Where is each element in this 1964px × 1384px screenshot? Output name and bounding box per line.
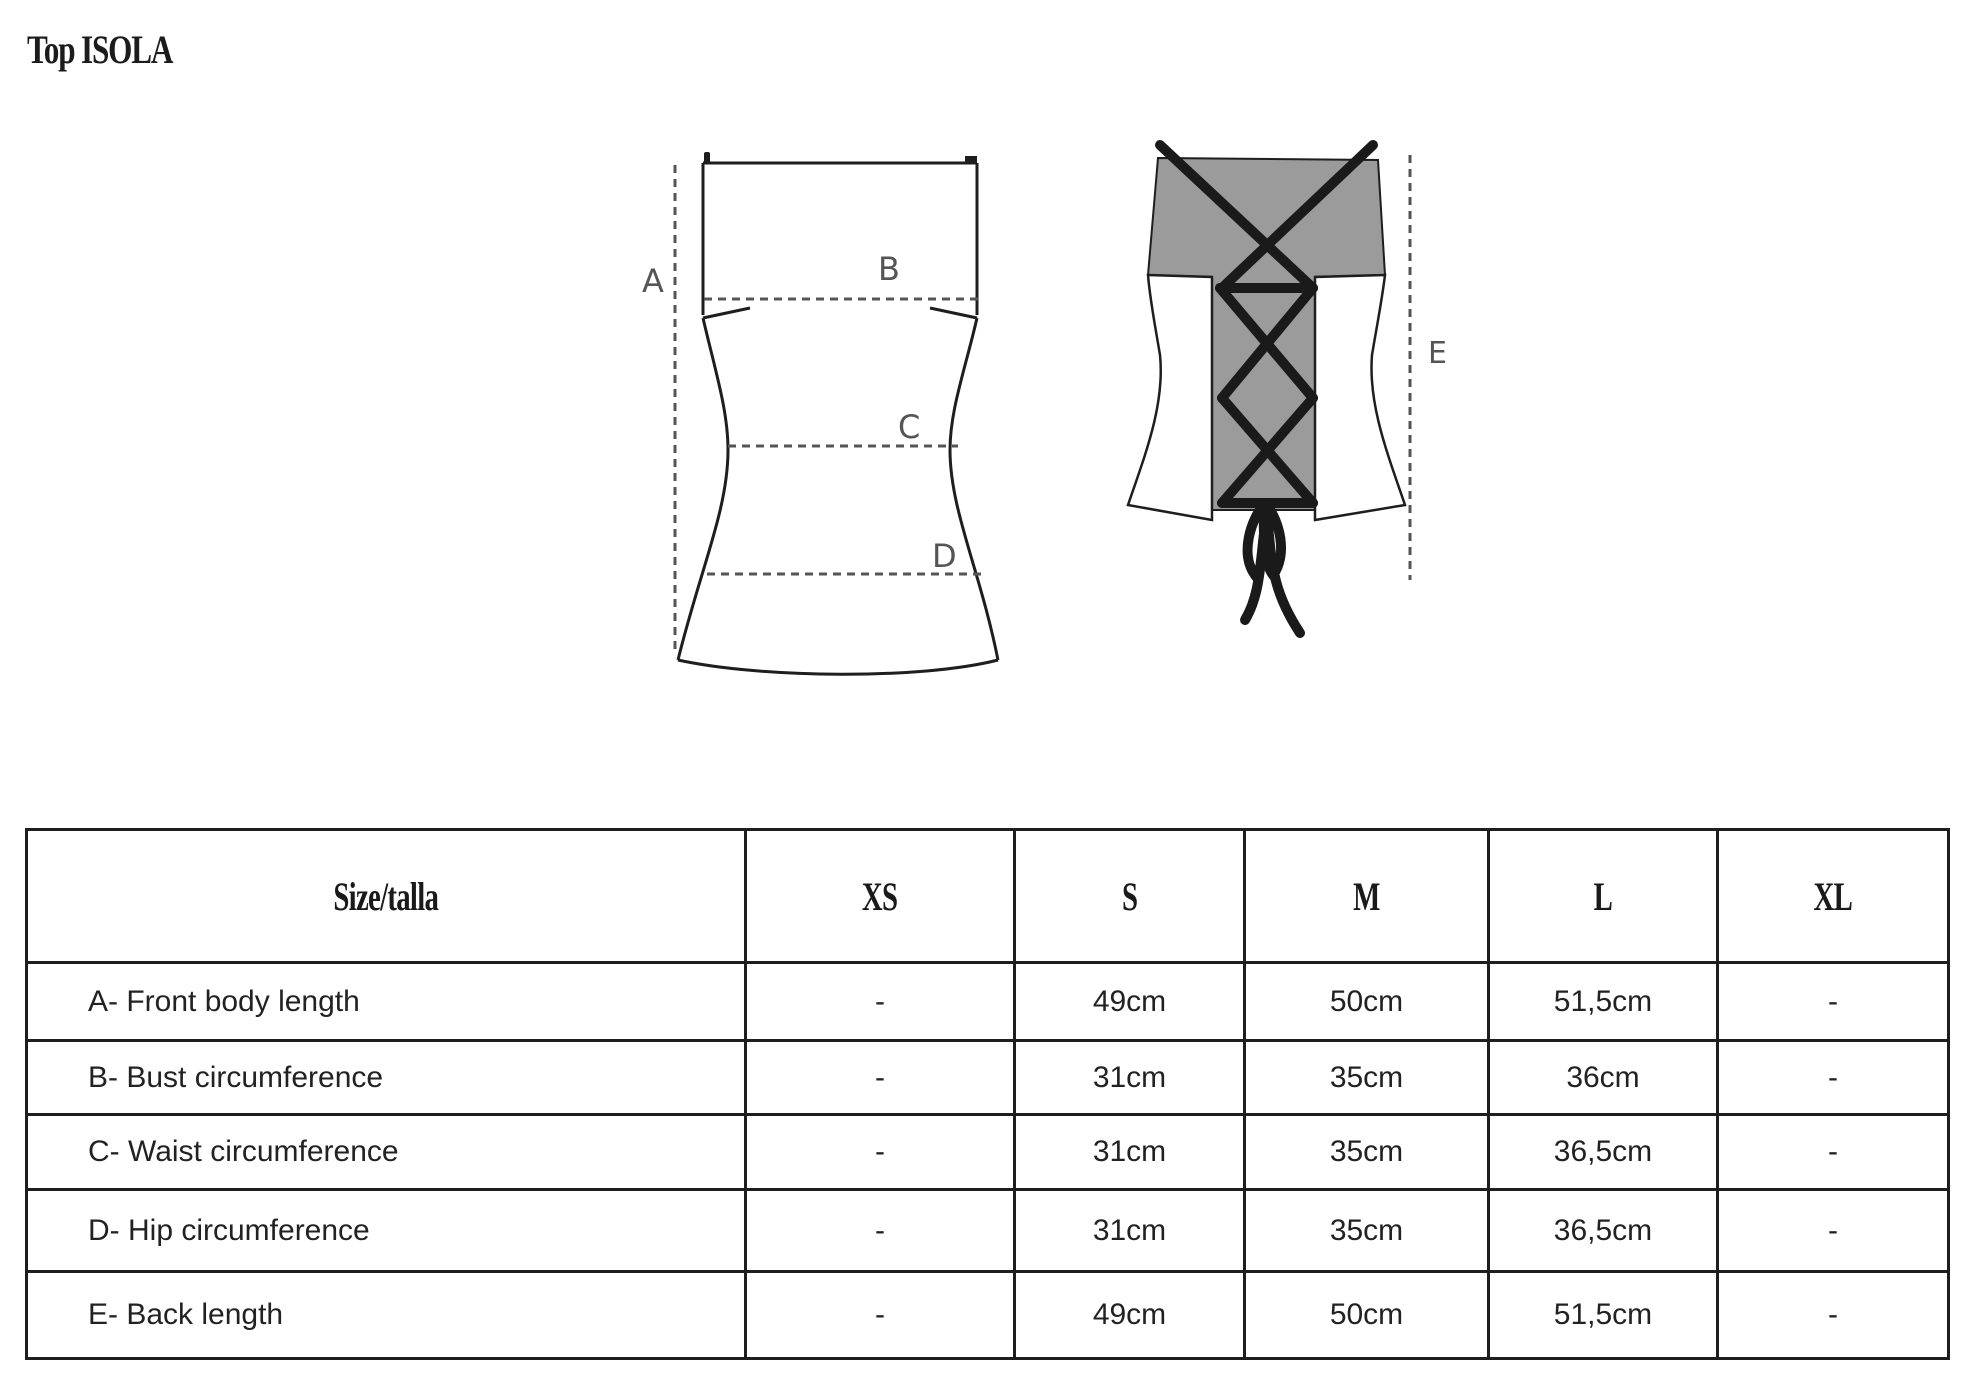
cell-s: 31cm (1013, 1039, 1246, 1116)
table-row: D- Hip circumference - 31cm 35cm 36,5cm … (25, 1188, 1950, 1273)
label-c: C (898, 408, 920, 446)
cell-xl: - (1716, 961, 1950, 1042)
cell-xs: - (744, 961, 1016, 1042)
cell-s: 31cm (1013, 1188, 1246, 1273)
cell-m: 35cm (1243, 1188, 1490, 1273)
cell-xs: - (744, 1188, 1016, 1273)
row-label: A- Front body length (25, 961, 747, 1042)
front-view-diagram: A B C D (642, 152, 1000, 676)
table-row: E- Back length - 49cm 50cm 51,5cm - (25, 1270, 1950, 1360)
cell-s: 31cm (1013, 1113, 1246, 1191)
lacing (1155, 140, 1378, 638)
cell-s: 49cm (1013, 1270, 1246, 1360)
cell-l: 36cm (1487, 1039, 1719, 1116)
header-size-s: S (1013, 828, 1246, 964)
header-size-xs: XS (744, 828, 1016, 964)
cell-l: 51,5cm (1487, 1270, 1719, 1360)
cell-xl: - (1716, 1113, 1950, 1191)
label-e: E (1428, 336, 1447, 371)
header-size-xl: XL (1716, 828, 1950, 964)
label-a: A (642, 262, 664, 300)
strap-tip-left (704, 152, 710, 164)
row-label: D- Hip circumference (25, 1188, 747, 1273)
header-size-l: L (1487, 828, 1719, 964)
cell-m: 50cm (1243, 1270, 1490, 1360)
strap-tip-right (965, 156, 977, 163)
row-label: B- Bust circumference (25, 1039, 747, 1116)
cell-m: 50cm (1243, 961, 1490, 1042)
header-size-m: M (1243, 828, 1490, 964)
table-row: C- Waist circumference - 31cm 35cm 36,5c… (25, 1113, 1950, 1191)
cell-m: 35cm (1243, 1113, 1490, 1191)
header-row: Size/talla XS S M L XL (25, 828, 1950, 964)
cell-s: 49cm (1013, 961, 1246, 1042)
header-size-label: Size/talla (25, 828, 747, 964)
label-d: D (932, 537, 957, 575)
cell-xl: - (1716, 1270, 1950, 1360)
cell-xs: - (744, 1039, 1016, 1116)
back-view-diagram: E (1126, 140, 1447, 638)
table-row: B- Bust circumference - 31cm 35cm 36cm - (25, 1039, 1950, 1116)
size-chart-table: Size/talla XS S M L XL A- Front body len… (25, 828, 1950, 1360)
cell-xl: - (1716, 1039, 1950, 1116)
cell-xs: - (744, 1113, 1016, 1191)
table-row: A- Front body length - 49cm 50cm 51,5cm … (25, 961, 1950, 1042)
cell-l: 36,5cm (1487, 1113, 1719, 1191)
row-label: C- Waist circumference (25, 1113, 747, 1191)
cell-l: 51,5cm (1487, 961, 1719, 1042)
cell-xl: - (1716, 1188, 1950, 1273)
page-title: Top ISOLA (27, 27, 173, 72)
cell-xs: - (744, 1270, 1016, 1360)
cell-m: 35cm (1243, 1039, 1490, 1116)
label-b: B (878, 250, 900, 288)
row-label: E- Back length (25, 1270, 747, 1360)
cell-l: 36,5cm (1487, 1188, 1719, 1273)
